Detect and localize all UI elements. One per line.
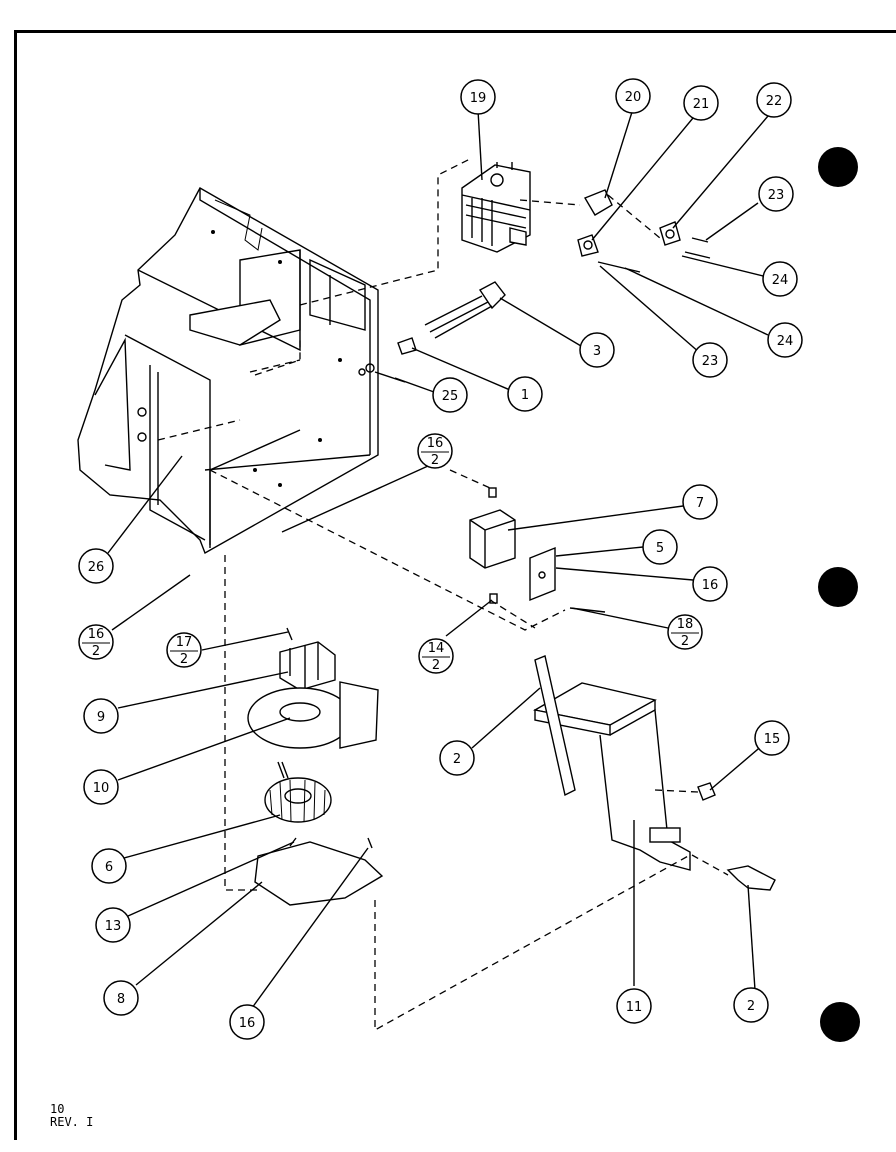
callout-24-upper: 24 (762, 261, 798, 297)
callout-8: 8 (103, 980, 139, 1016)
clip-part-15 (697, 782, 716, 801)
callout-label: 23 (768, 188, 785, 203)
callout-label: 16 (239, 1016, 256, 1031)
callout-label-top: 18 (677, 617, 694, 632)
blower-housing-part-10 (247, 681, 379, 779)
callout-13: 13 (95, 907, 131, 943)
callout-label-top: 16 (427, 436, 444, 451)
callout-label-bottom: 2 (92, 644, 100, 659)
binder-hole-middle (818, 567, 858, 607)
screws-23-24 (597, 237, 711, 273)
callout-label: 13 (105, 919, 122, 934)
callout-label: 24 (772, 273, 789, 288)
callout-10: 10 (83, 769, 119, 805)
callout-19: 19 (460, 79, 496, 115)
callout-24-lower: 24 (767, 322, 803, 358)
callout-label-bottom: 2 (432, 658, 440, 673)
callout-9: 9 (83, 698, 119, 734)
callout-23-lower: 23 (692, 342, 728, 378)
callout-26: 26 (78, 548, 114, 584)
binder-hole-bottom (820, 1002, 860, 1042)
callout-label-top: 16 (88, 627, 105, 642)
thermostat-part-22 (659, 221, 681, 246)
callout-label: 16 (702, 578, 719, 593)
callout-6: 6 (91, 848, 127, 884)
callout-label: 3 (593, 344, 601, 359)
callout-16-board: 16 (692, 566, 728, 602)
callout-label: 21 (693, 97, 710, 112)
magnetron-part-19 (461, 162, 531, 253)
callout-label: 2 (453, 752, 461, 767)
bracket-board-part-5 (529, 546, 556, 602)
air-guide-plate-part-8 (254, 841, 384, 906)
callout-label-top: 17 (176, 635, 193, 650)
callout-5: 5 (642, 529, 678, 565)
bracket-part-2-upper (534, 655, 576, 797)
revision-label: REV. I (50, 1115, 94, 1129)
callout-label: 7 (696, 496, 704, 511)
bracket-part-2-lower (726, 865, 776, 891)
callout-label: 2 (747, 999, 755, 1014)
callout-2-upper: 2 (439, 740, 475, 776)
callout-1: 1 (507, 376, 543, 412)
hidden-outlines (157, 157, 729, 1032)
relay-switch-part-7 (469, 487, 516, 604)
callout-label: 22 (766, 94, 783, 109)
callout-label-bottom: 2 (180, 652, 188, 667)
callout-label-bottom: 2 (431, 453, 439, 468)
callout-label-bottom: 2 (681, 634, 689, 649)
callout-label: 26 (88, 560, 105, 575)
callout-20: 20 (615, 78, 651, 114)
leader-lines (107, 109, 769, 1009)
callout-16-over-2-side: 162 (78, 624, 114, 660)
callout-21: 21 (683, 85, 719, 121)
callout-label: 8 (117, 992, 125, 1007)
fan-motor-part-9 (279, 627, 336, 691)
callout-label: 9 (97, 710, 105, 725)
callout-label: 23 (702, 354, 719, 369)
callout-label: 15 (764, 732, 781, 747)
callout-25: 25 (432, 377, 468, 413)
callout-22: 22 (756, 82, 792, 118)
callout-label: 1 (521, 388, 529, 403)
callout-label: 24 (777, 334, 794, 349)
callout-label: 19 (470, 91, 487, 106)
callout-label: 25 (442, 389, 459, 404)
chassis-cabinet (77, 187, 379, 555)
callout-label: 20 (625, 90, 642, 105)
callout-label: 6 (105, 860, 113, 875)
callout-label: 10 (93, 781, 110, 796)
binder-hole-top (818, 147, 858, 187)
callout-7: 7 (682, 484, 718, 520)
callout-16-plate: 16 (229, 1004, 265, 1040)
callout-3: 3 (579, 332, 615, 368)
fan-blade-part-6 (264, 777, 332, 823)
callout-14-over-2: 142 (418, 638, 454, 674)
air-duct-part-11 (533, 682, 691, 871)
callout-2-lower: 2 (733, 987, 769, 1023)
callout-label-top: 14 (428, 641, 445, 656)
callout-label: 11 (626, 1000, 643, 1015)
sheet-number: 10 (50, 1102, 65, 1116)
callout-16-over-2-cabinet: 162 (417, 433, 453, 469)
callout-23-upper: 23 (758, 176, 794, 212)
callout-17-over-2: 172 (166, 632, 202, 668)
callout-15: 15 (754, 720, 790, 756)
callout-11: 11 (616, 988, 652, 1024)
callout-label: 5 (656, 541, 664, 556)
wire-harness-part-3 (397, 281, 506, 355)
callout-18-over-2: 182 (667, 614, 703, 650)
